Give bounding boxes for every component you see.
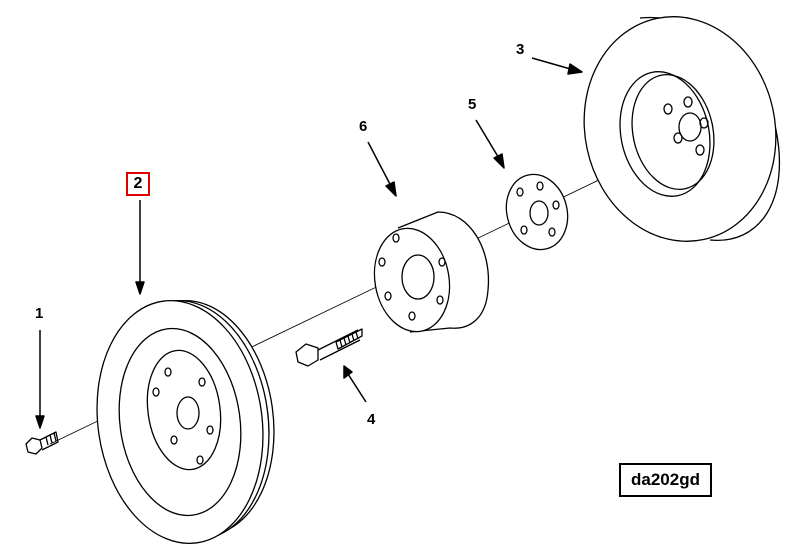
leader-arrow-4 xyxy=(347,373,367,403)
leader-arrows xyxy=(35,57,583,429)
leader-arrow-5 xyxy=(475,119,501,161)
callout-1: 1 xyxy=(35,305,44,322)
part-1-small-bolt xyxy=(25,431,59,455)
part-2-pulley xyxy=(96,299,275,545)
leader-arrow-3 xyxy=(531,57,575,71)
callout-3: 3 xyxy=(516,41,525,58)
part-6-spacer xyxy=(373,211,490,333)
part-4-bolt xyxy=(295,328,363,367)
callout-4: 4 xyxy=(367,411,376,428)
reference-code-box: da202gd xyxy=(619,463,712,497)
callout-5: 5 xyxy=(468,96,477,113)
callout-6: 6 xyxy=(359,118,368,135)
callout-2: 2 xyxy=(126,172,150,196)
leader-arrow-6 xyxy=(367,141,393,189)
part-5-shim-plate xyxy=(505,173,569,251)
part-3-damper xyxy=(583,16,781,242)
